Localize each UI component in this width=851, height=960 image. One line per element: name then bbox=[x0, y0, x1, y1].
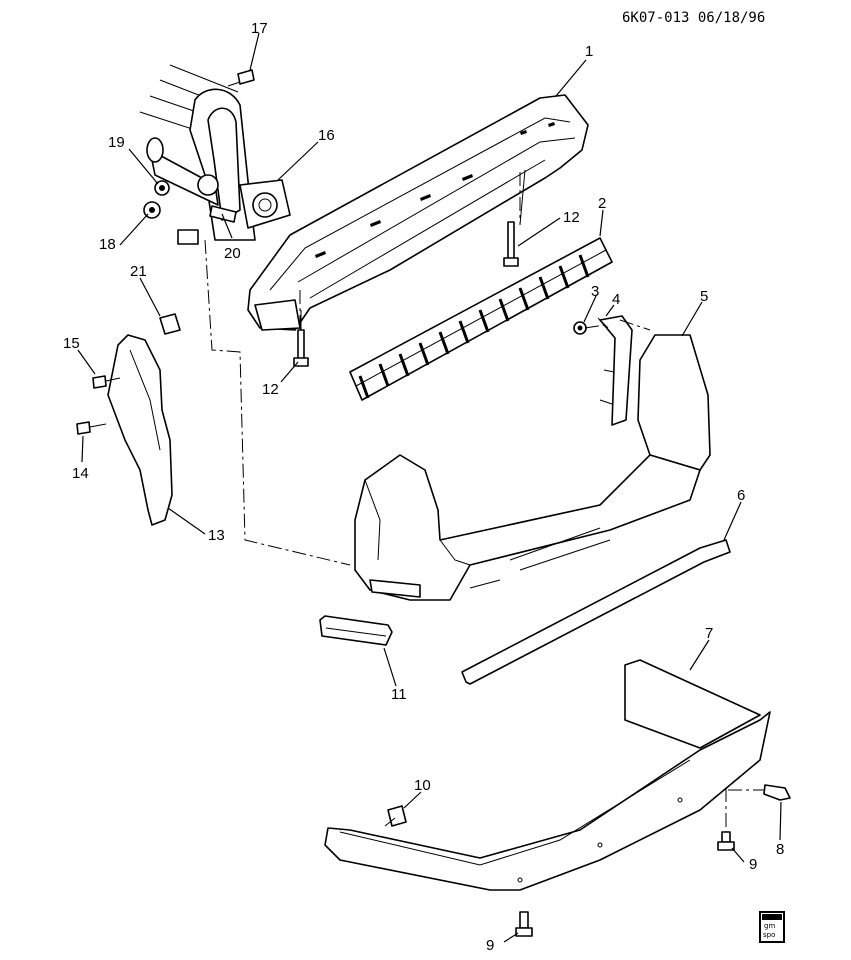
callout-4: 4 bbox=[612, 291, 620, 308]
screw-9-bottom bbox=[515, 911, 533, 937]
leader-lines bbox=[77, 32, 782, 943]
callout-1: 1 bbox=[585, 43, 593, 60]
fascia-support-5 bbox=[354, 334, 711, 601]
callout-15: 15 bbox=[63, 335, 80, 352]
callout-8: 8 bbox=[776, 841, 784, 858]
gm-spo-logo: gm spo bbox=[759, 911, 785, 943]
callout-19: 19 bbox=[108, 134, 125, 151]
callout-labels: 1 2 3 4 5 6 7 8 9 9 10 11 12 12 13 14 15… bbox=[63, 20, 784, 954]
nut-19 bbox=[154, 180, 170, 196]
rear-fascia-7 bbox=[324, 659, 771, 891]
energy-absorber-2 bbox=[349, 237, 613, 401]
side-bracket-13 bbox=[107, 334, 173, 526]
alignment-lines bbox=[204, 172, 765, 832]
callout-2: 2 bbox=[598, 195, 606, 212]
callout-9-bottom: 9 bbox=[486, 937, 494, 954]
document-id: 6K07-013 06/18/96 bbox=[622, 10, 765, 26]
frame-rail-bracket-assembly bbox=[139, 64, 291, 245]
push-pin-8 bbox=[763, 784, 791, 801]
callout-3: 3 bbox=[591, 283, 599, 300]
impact-bar-1 bbox=[247, 94, 589, 331]
reflector-11 bbox=[319, 615, 393, 646]
nut-3 bbox=[573, 321, 587, 335]
callout-18: 18 bbox=[99, 236, 116, 253]
callout-6: 6 bbox=[737, 487, 745, 504]
callout-10: 10 bbox=[414, 777, 431, 794]
callout-9-right: 9 bbox=[749, 856, 757, 873]
bolt-15 bbox=[92, 375, 121, 389]
clip-10 bbox=[387, 805, 407, 827]
callout-11: 11 bbox=[391, 686, 407, 703]
callout-17: 17 bbox=[251, 20, 268, 37]
impact-strip-6 bbox=[461, 539, 731, 685]
callout-21: 21 bbox=[130, 263, 147, 280]
bolt-14 bbox=[76, 421, 107, 435]
bolt-12-upper bbox=[503, 169, 526, 267]
bolt-17 bbox=[227, 69, 255, 87]
callout-14: 14 bbox=[72, 465, 89, 482]
bracket-4 bbox=[597, 315, 633, 426]
bolt-12-lower bbox=[293, 310, 309, 367]
callout-13: 13 bbox=[208, 527, 225, 544]
callout-7: 7 bbox=[705, 625, 713, 642]
badge-line1: gm bbox=[764, 922, 775, 930]
bolt-20 bbox=[209, 205, 237, 223]
callout-5: 5 bbox=[700, 288, 708, 305]
clip-21 bbox=[159, 313, 181, 335]
callout-12-lower: 12 bbox=[262, 381, 279, 398]
callout-20: 20 bbox=[224, 245, 241, 262]
callout-12-upper: 12 bbox=[563, 209, 580, 226]
badge-line2: spo bbox=[763, 931, 775, 939]
screw-9-right bbox=[717, 831, 735, 851]
callout-16: 16 bbox=[318, 127, 335, 144]
